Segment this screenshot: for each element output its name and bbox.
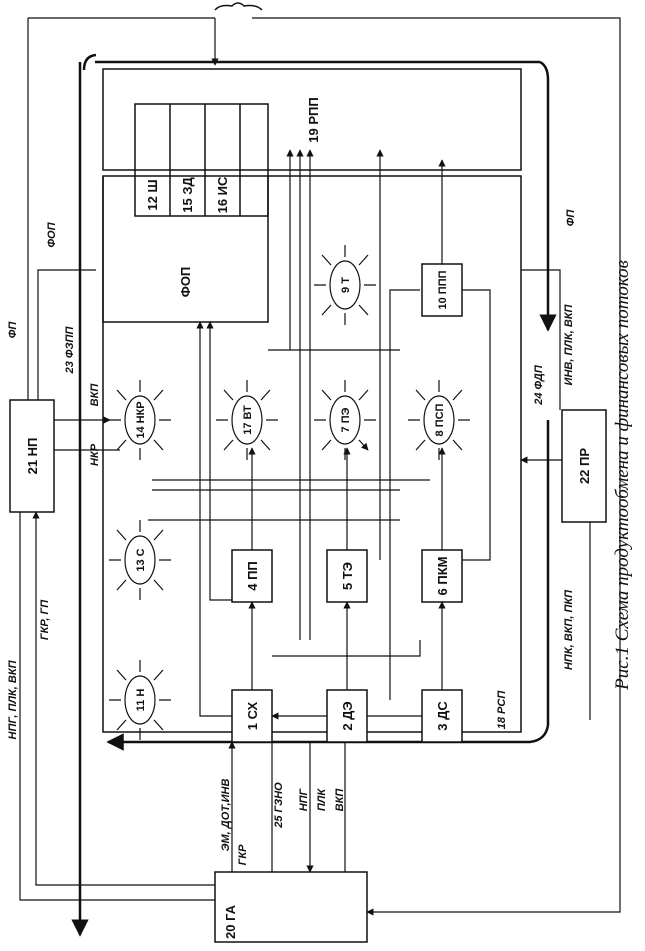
block-2-de bbox=[326, 689, 368, 743]
label-13-s: 13 С bbox=[135, 548, 147, 571]
label-22-pr: 22 ПР bbox=[577, 448, 592, 484]
block-rsp-frame bbox=[102, 175, 522, 733]
label-vkp: ВКП bbox=[89, 383, 101, 407]
block-fop bbox=[102, 176, 269, 323]
label-vkp2: ВКП bbox=[334, 788, 346, 812]
label-9-t: 9 Т bbox=[340, 277, 352, 293]
label-12-sh: 12 Ш bbox=[145, 179, 160, 210]
label-24-fdp: 24 ФДП bbox=[533, 364, 545, 406]
label-17-vt: 17 ВТ bbox=[242, 405, 254, 435]
internal-flows bbox=[148, 149, 491, 720]
figure-caption: Рис.1 Схема продуктообмена и финансовых … bbox=[612, 260, 633, 691]
label-npk: НПК, ВКП, ПКП bbox=[563, 589, 575, 670]
label-10-ppp: 10 ППП bbox=[437, 270, 449, 309]
label-21-np: 21 НП bbox=[25, 438, 40, 475]
label-25-gzno: 25 ГЗНО bbox=[273, 782, 285, 829]
block-6-pkm bbox=[421, 549, 463, 603]
label-inv: ИНВ, ПЛК, ВКП bbox=[563, 303, 575, 385]
label-20-ga: 20 ГА bbox=[223, 904, 238, 939]
label-plk: ПЛК bbox=[316, 788, 328, 811]
label-gkr-gp: ГКР, ГП bbox=[39, 599, 51, 640]
label-23-fzpp: 23 ФЗПП bbox=[64, 326, 76, 375]
blocks-12-15-16 bbox=[134, 103, 269, 217]
star-11-n bbox=[109, 660, 171, 740]
star-17-vt bbox=[216, 380, 278, 460]
star-13-s bbox=[109, 520, 171, 600]
label-7-pe: 7 ПЭ bbox=[340, 407, 352, 432]
block-10-ppp bbox=[421, 263, 463, 317]
block-19-rpp bbox=[102, 68, 522, 171]
star-9-t bbox=[314, 245, 376, 325]
label-11-n: 11 Н bbox=[135, 689, 147, 712]
star-14-nkr bbox=[109, 380, 171, 460]
star-8-psp bbox=[408, 380, 470, 460]
label-18-rsp: 18 РСП bbox=[496, 690, 508, 730]
label-2-de: 2 ДЭ bbox=[340, 701, 355, 730]
label-fp-right: ФП bbox=[565, 209, 577, 227]
label-em-dot: ЭМ, ДОТ,ИНВ bbox=[220, 779, 232, 852]
label-8-psp: 8 ПСП bbox=[434, 403, 446, 436]
block-1-sh bbox=[231, 689, 273, 743]
rsp-loop bbox=[71, 53, 557, 937]
label-npg: НПГ bbox=[298, 787, 310, 811]
label-16-is: 16 ИС bbox=[215, 176, 230, 213]
label-npt: НПГ, ПЛК, ВКП bbox=[7, 659, 19, 739]
block-20-ga bbox=[214, 871, 368, 943]
block-22-pr bbox=[561, 409, 607, 523]
star-7-pe bbox=[314, 380, 376, 460]
star-nodes bbox=[109, 245, 470, 740]
block-5-te bbox=[326, 549, 368, 603]
label-3-ds: 3 ДС bbox=[435, 701, 450, 731]
label-4-pp: 4 ПП bbox=[245, 561, 260, 591]
label-fop-flow: ФОП bbox=[46, 221, 58, 247]
label-fop: ФОП bbox=[178, 267, 193, 298]
label-14-nkr: 14 НКР bbox=[135, 401, 147, 438]
label-5-te: 5 ТЭ bbox=[340, 562, 355, 590]
brace-top bbox=[214, 2, 263, 11]
label-15-zd: 15 ЗД bbox=[180, 177, 195, 213]
label-nkr: НКР bbox=[89, 443, 101, 466]
external-flows bbox=[19, 17, 621, 916]
label-19-rpp: 19 РПП bbox=[306, 97, 321, 142]
label-fp-left: ФП bbox=[7, 321, 19, 339]
label-gkr: ГКР bbox=[237, 844, 249, 866]
block-21-np bbox=[9, 399, 55, 513]
label-6-pkm: 6 ПКМ bbox=[435, 557, 450, 596]
label-1-sh: 1 СХ bbox=[245, 701, 260, 730]
